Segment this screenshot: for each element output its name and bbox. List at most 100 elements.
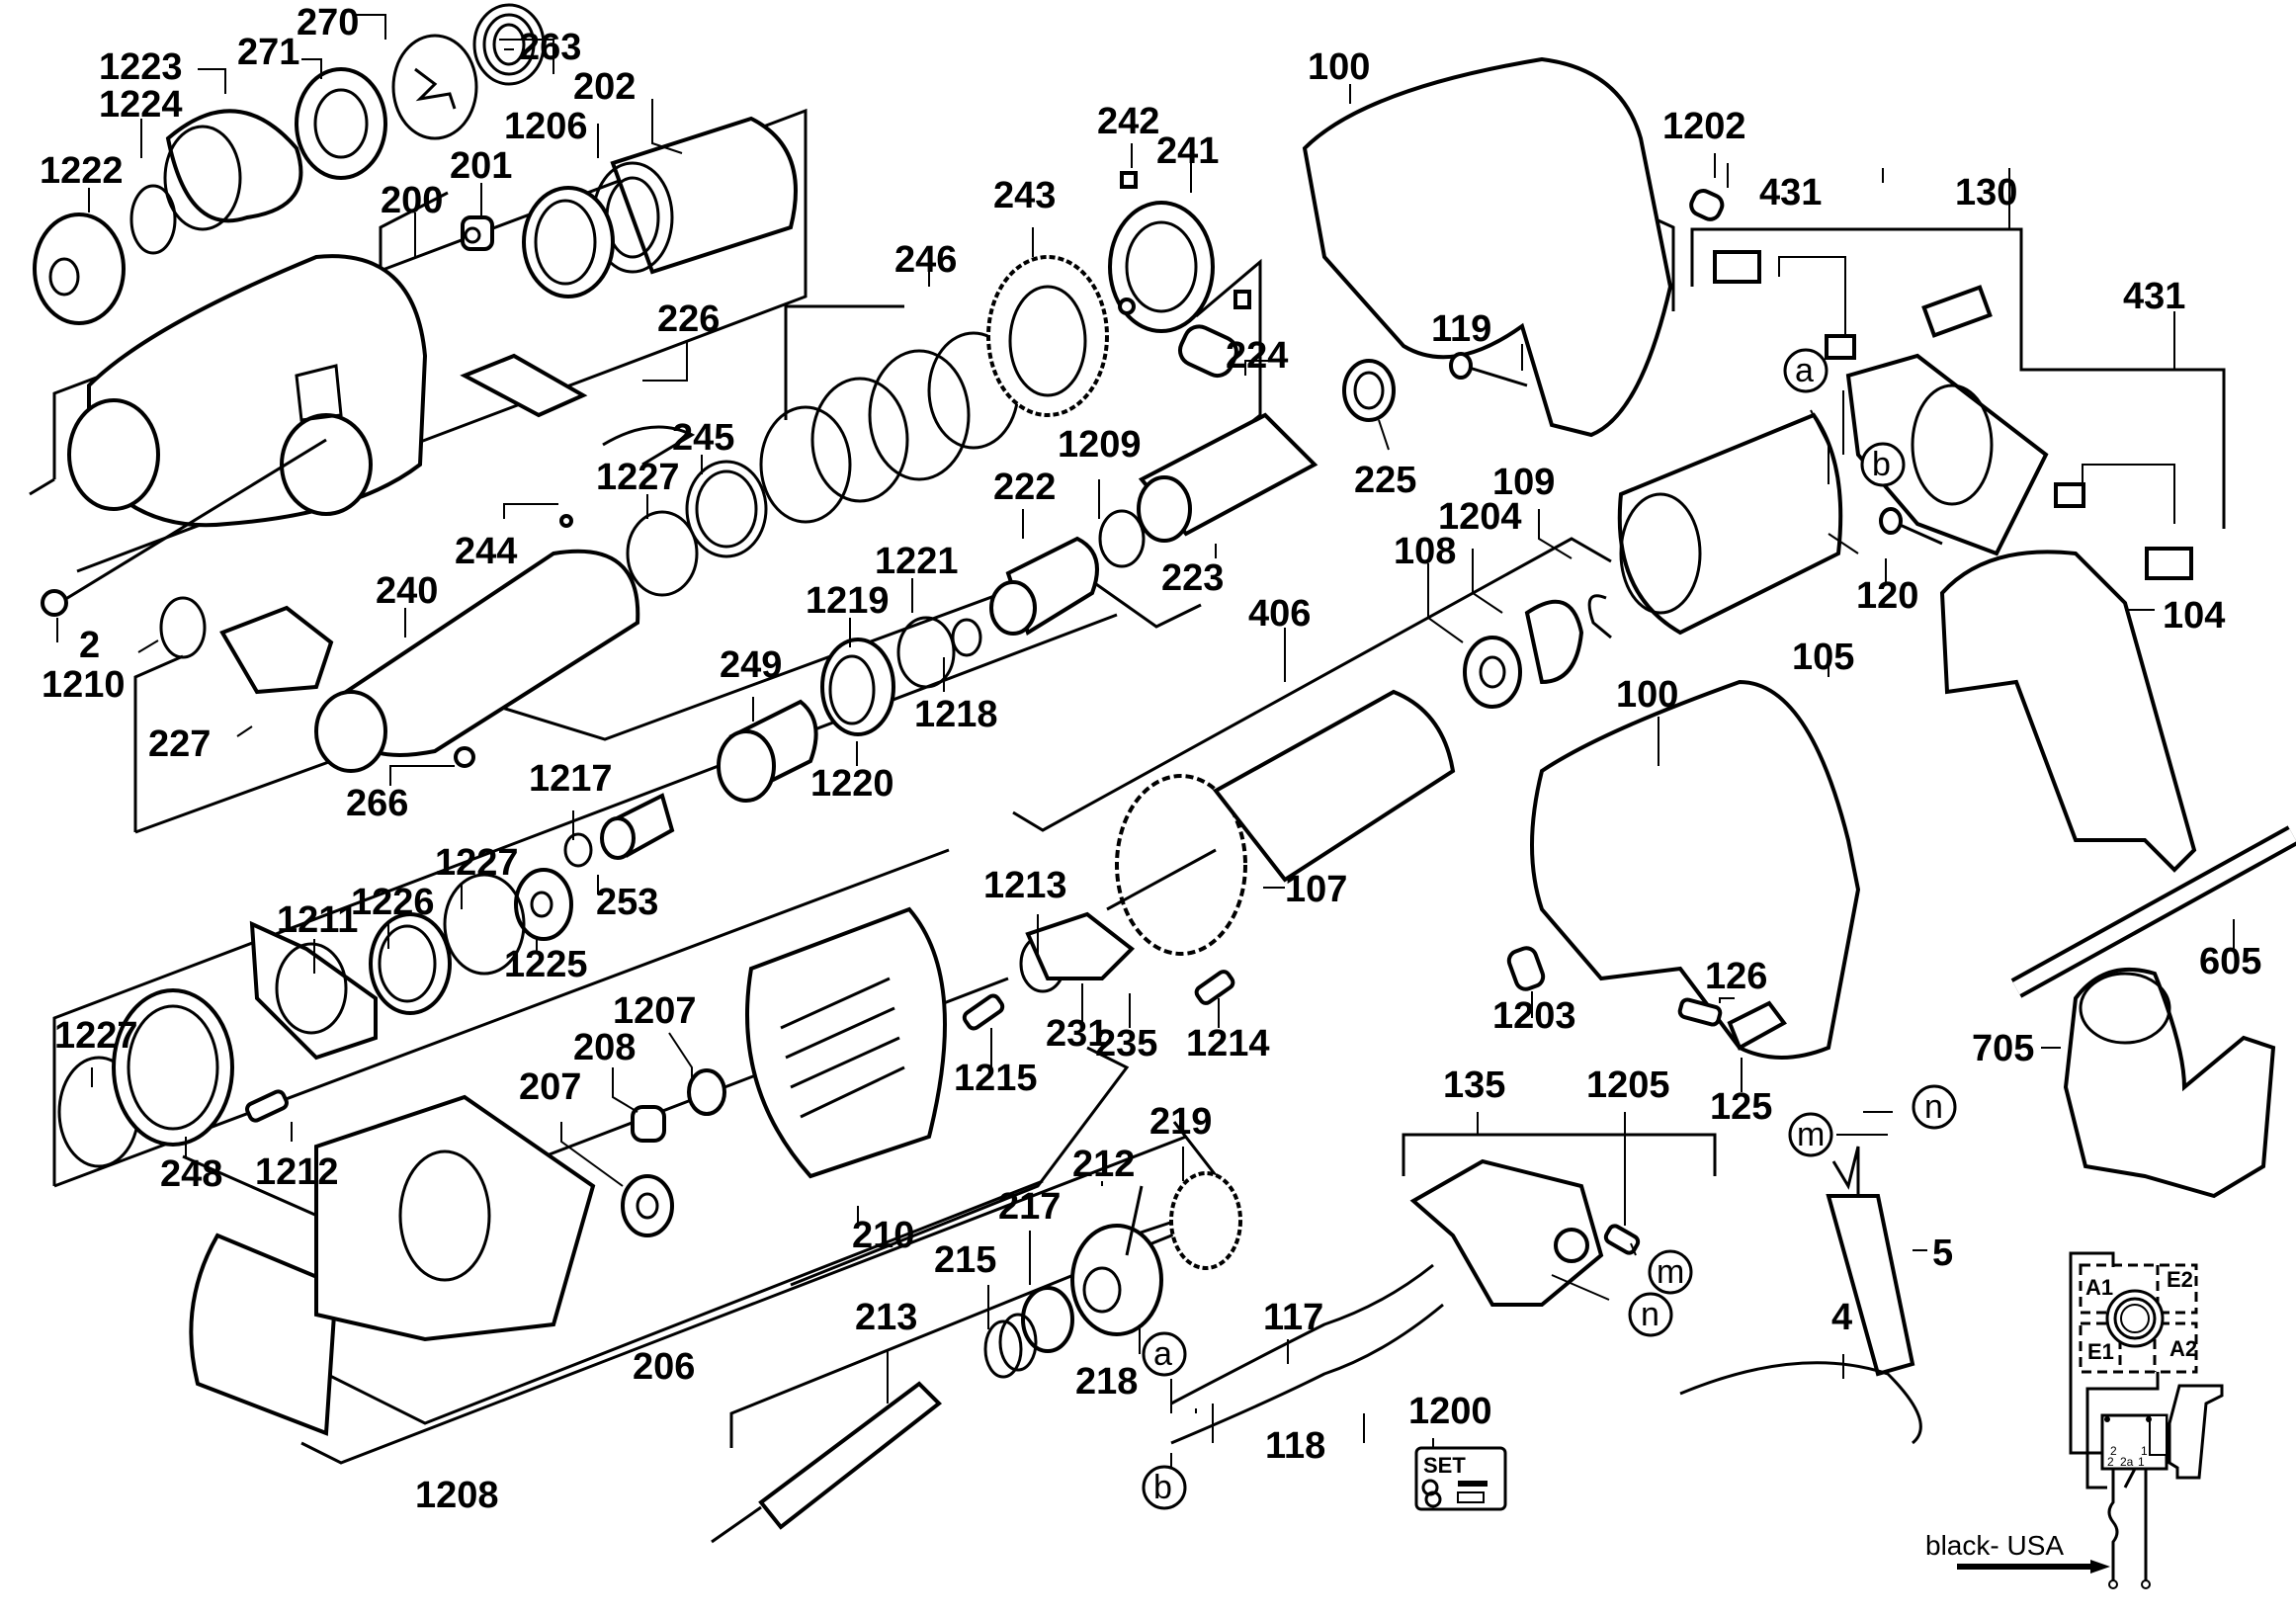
label-1226: 1226 [351,882,435,923]
label-120: 120 [1856,575,1918,617]
label-207: 207 [519,1066,581,1108]
part-1219-1220-sleeve [820,638,895,736]
connector-m-switch: m [1648,1249,1693,1295]
label-125: 125 [1710,1086,1772,1128]
part-1214-screw [1194,970,1235,1005]
label-1207: 1207 [613,990,697,1032]
part-1218-ring [951,618,982,657]
label-222: 222 [993,467,1056,508]
part-117-wire [1170,1263,1434,1405]
part-210-shroud [745,906,947,1179]
label-243: 243 [993,175,1056,216]
part-248-washer [112,988,234,1147]
part-1212-screw [245,1089,289,1123]
connector-b-lower: b [1142,1465,1187,1510]
label-1227-upper: 1227 [596,457,680,498]
svg-text:m: m [1657,1253,1684,1291]
label-1219: 1219 [806,580,890,622]
label-218: 218 [1075,1361,1138,1403]
wiring-terminal-e1: E1 [2087,1339,2114,1364]
part-227-selector [219,605,334,695]
part-240-hammer-tube [314,549,640,773]
leader-lines [56,14,2235,1468]
label-104: 104 [2163,595,2225,637]
label-130: 130 [1955,172,2017,213]
part-218-selector [1070,1185,1163,1336]
label-1208: 1208 [415,1475,499,1516]
label-212: 212 [1072,1144,1135,1185]
wiring-terminal-e2: E2 [2167,1267,2193,1292]
part-1221-ring [896,616,956,689]
label-105: 105 [1792,637,1854,678]
label-263: 263 [519,27,581,68]
part-242-pin [1120,171,1138,189]
part-217-bearing [1021,1286,1074,1353]
label-1224: 1224 [99,84,183,126]
label-201: 201 [450,145,512,187]
label-1227-lower: 1227 [54,1015,138,1057]
svg-text:2a: 2a [2120,1455,2134,1469]
part-labels: 270 263 271 1223 1224 202 1206 1222 201 … [40,2,2261,1516]
label-1220: 1220 [810,763,894,805]
label-117: 117 [1263,1297,1323,1338]
label-1209: 1209 [1058,424,1142,466]
part-1225-washer [514,868,573,941]
label-100-lower: 100 [1616,674,1678,716]
label-109: 109 [1492,462,1555,503]
svg-text:1: 1 [2141,1444,2148,1458]
label-1200: 1200 [1408,1391,1492,1432]
part-208-bearing [631,1105,666,1143]
wiring-diagram: A1 E2 E1 A2 2 2 2a 1 1 black- USA [1925,1251,2224,1589]
connector-n-cord: n [1912,1084,1957,1130]
svg-text:1: 1 [2138,1455,2145,1469]
part-244-ball [559,514,573,528]
label-108: 108 [1394,531,1456,572]
svg-text:n: n [1924,1088,1943,1126]
label-246: 246 [894,239,957,281]
label-1202: 1202 [1662,106,1746,147]
label-1210: 1210 [42,664,126,706]
label-1215: 1215 [954,1058,1038,1099]
parts-art [33,3,2296,1544]
part-100-housing-upper [1302,56,1673,438]
part-263-spring [472,3,546,86]
part-1223-sleeve [163,109,303,231]
wiring-terminal-a2: A2 [2169,1336,2197,1361]
label-4: 4 [1831,1297,1852,1338]
svg-text:b: b [1872,446,1891,483]
part-605-rod [2010,825,2296,998]
part-120-screw [1879,507,1943,546]
label-1206: 1206 [504,106,588,147]
wiring-note-black-usa: black- USA [1925,1530,2064,1561]
label-240: 240 [376,570,438,612]
part-1211-flange [249,920,378,1061]
part-253-anvil [600,793,675,860]
label-215: 215 [934,1239,996,1281]
part-1215-screw [962,993,1005,1031]
label-249: 249 [720,644,782,686]
svg-text:2: 2 [2110,1444,2117,1458]
label-202: 202 [573,66,636,108]
label-1223: 1223 [99,46,183,88]
connector-markers: a b a b m n m n [1142,348,1957,1510]
part-4-cord [1679,1361,1922,1445]
label-1222: 1222 [40,150,124,192]
part-1209-ring [1098,509,1146,568]
part-266-ball [454,746,475,768]
part-223-piston [1137,412,1318,543]
label-231: 231 [1046,1013,1108,1055]
label-1221: 1221 [875,541,959,582]
connector-a-upper: a [1783,348,1828,393]
part-201-bearing [461,215,494,251]
label-1214: 1214 [1186,1023,1270,1064]
label-206: 206 [633,1346,695,1388]
part-1217-oring [563,832,593,868]
label-253: 253 [596,882,658,923]
part-245-ring [685,460,768,558]
label-431-right: 431 [2123,276,2185,317]
part-241-clutch [1108,201,1215,333]
part-1227-ring-upper [626,510,699,597]
label-219: 219 [1149,1101,1212,1143]
label-119: 119 [1431,308,1491,350]
